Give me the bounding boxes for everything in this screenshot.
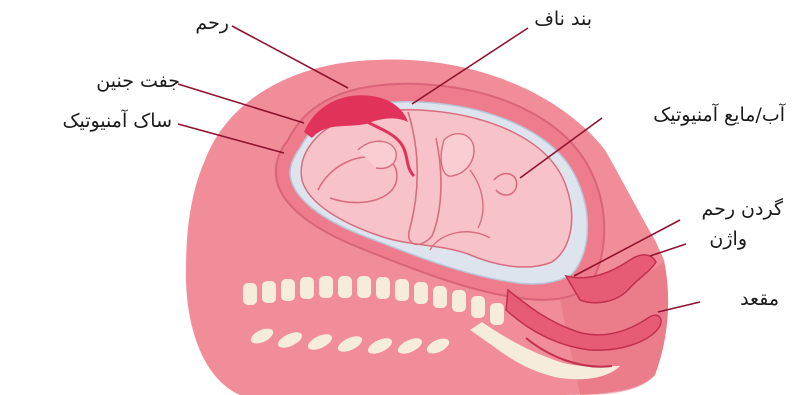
label-amniotic-sac: ساک آمنیوتیک [62,112,172,131]
label-rectum: مقعد [740,290,779,309]
label-umbilical-cord: بند ناف [534,10,592,29]
label-amniotic-fluid: آب/مایع آمنیوتیک [653,106,785,125]
label-vagina: واژن [709,230,747,249]
label-placenta: جفت جنین [96,72,180,91]
label-uterus: رحم [195,14,229,33]
label-cervix: گردن رحم [701,200,783,219]
